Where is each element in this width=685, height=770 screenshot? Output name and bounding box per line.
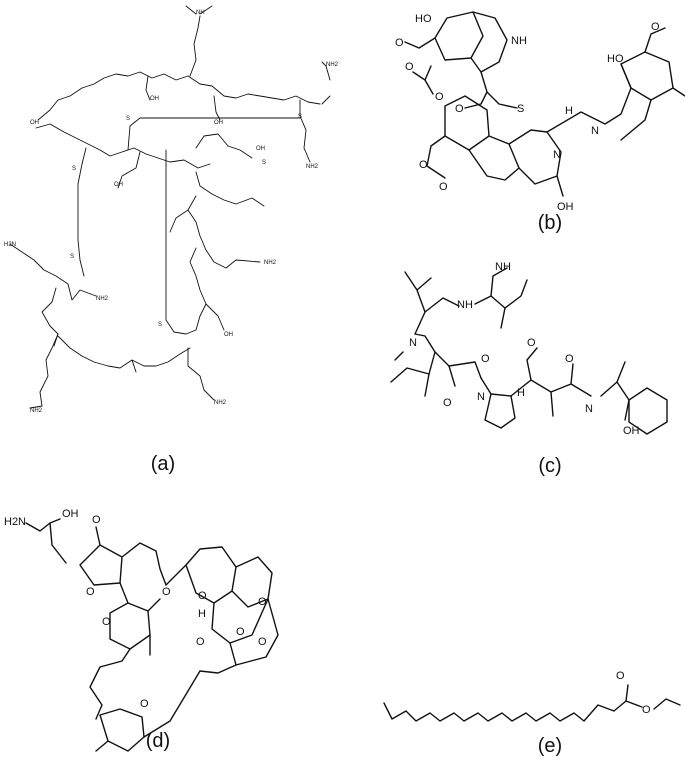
svg-text:OH: OH <box>214 120 223 126</box>
svg-text:O: O <box>481 353 490 365</box>
svg-text:O: O <box>419 159 428 171</box>
svg-text:NH2: NH2 <box>96 296 109 302</box>
svg-text:NH: NH <box>196 10 205 16</box>
panel-d-label: (d) <box>145 730 171 752</box>
svg-text:O: O <box>565 353 574 365</box>
panel-a-label: (a) <box>150 453 176 475</box>
panel-c-label: (c) <box>538 455 562 477</box>
svg-text:O: O <box>527 337 536 349</box>
svg-text:N: N <box>591 125 599 137</box>
structure-d: H2N OH O O O O O H O O O O O <box>4 508 279 752</box>
svg-text:O: O <box>651 21 660 33</box>
svg-text:O: O <box>162 586 171 598</box>
svg-text:O: O <box>405 61 414 73</box>
svg-text:O: O <box>258 596 267 608</box>
svg-text:O: O <box>395 37 404 49</box>
panel-e-label: (e) <box>537 735 563 757</box>
svg-text:NH2: NH2 <box>214 400 227 406</box>
svg-text:N: N <box>553 149 561 161</box>
svg-text:O: O <box>196 636 205 648</box>
svg-text:O: O <box>198 590 207 602</box>
svg-text:OH: OH <box>256 146 265 152</box>
svg-text:NH: NH <box>457 299 473 311</box>
panel-a: S S S S S S OH OH OH OH OH OH NH NH2 NH2… <box>0 0 339 475</box>
panel-b: HO O NH O S O O O O N H OH N HO O (b) <box>395 0 685 234</box>
svg-text:N: N <box>409 337 417 349</box>
svg-text:O: O <box>443 397 452 409</box>
svg-text:H: H <box>198 608 206 620</box>
panel-e: O O (e) <box>380 665 685 770</box>
svg-text:NH2: NH2 <box>30 408 43 414</box>
svg-text:S: S <box>298 114 302 120</box>
svg-text:H: H <box>565 105 573 117</box>
svg-text:O: O <box>258 636 267 648</box>
svg-text:S: S <box>70 254 74 260</box>
structure-a: S S S S S S OH OH OH OH OH OH NH NH2 NH2… <box>4 5 339 414</box>
svg-text:OH: OH <box>224 332 233 338</box>
svg-text:OH: OH <box>114 182 123 188</box>
panel-c: NH NH N O O N H O O N OH (c) <box>385 250 685 480</box>
svg-text:O: O <box>92 514 101 526</box>
svg-text:HO: HO <box>415 13 432 25</box>
svg-text:S: S <box>158 322 162 328</box>
svg-text:S: S <box>517 103 524 115</box>
structure-e: O O <box>383 670 681 722</box>
svg-text:NH: NH <box>511 35 527 47</box>
panel-b-label: (b) <box>537 212 563 234</box>
svg-text:O: O <box>140 698 149 710</box>
svg-text:S: S <box>126 116 130 122</box>
svg-text:NH2: NH2 <box>306 164 319 170</box>
svg-text:NH2: NH2 <box>326 62 339 68</box>
svg-text:S: S <box>262 160 266 166</box>
svg-text:S: S <box>72 166 76 172</box>
svg-text:O: O <box>102 616 111 628</box>
svg-text:HO: HO <box>607 53 624 65</box>
svg-text:H: H <box>517 387 525 399</box>
svg-text:O: O <box>236 626 245 638</box>
svg-text:N: N <box>477 391 485 403</box>
svg-text:O: O <box>642 704 651 716</box>
structure-b: HO O NH O S O O O O N H OH N HO O <box>395 11 685 213</box>
svg-text:OH: OH <box>557 201 574 213</box>
svg-text:NH2: NH2 <box>264 260 277 266</box>
svg-text:O: O <box>616 670 625 682</box>
svg-text:OH: OH <box>62 508 79 520</box>
svg-text:H2N: H2N <box>4 516 26 528</box>
svg-text:OH: OH <box>150 96 159 102</box>
panel-d: H2N OH O O O O O H O O O O O (d) <box>0 495 330 770</box>
svg-text:O: O <box>439 181 448 193</box>
svg-text:N: N <box>585 403 593 415</box>
svg-text:OH: OH <box>623 425 640 437</box>
svg-text:NH: NH <box>495 261 511 273</box>
svg-text:O: O <box>455 103 464 115</box>
svg-text:O: O <box>86 586 95 598</box>
structure-c: NH NH N O O N H O O N OH <box>390 261 668 437</box>
svg-text:H2N: H2N <box>4 242 16 248</box>
svg-text:OH: OH <box>30 120 39 126</box>
svg-text:O: O <box>435 91 444 103</box>
